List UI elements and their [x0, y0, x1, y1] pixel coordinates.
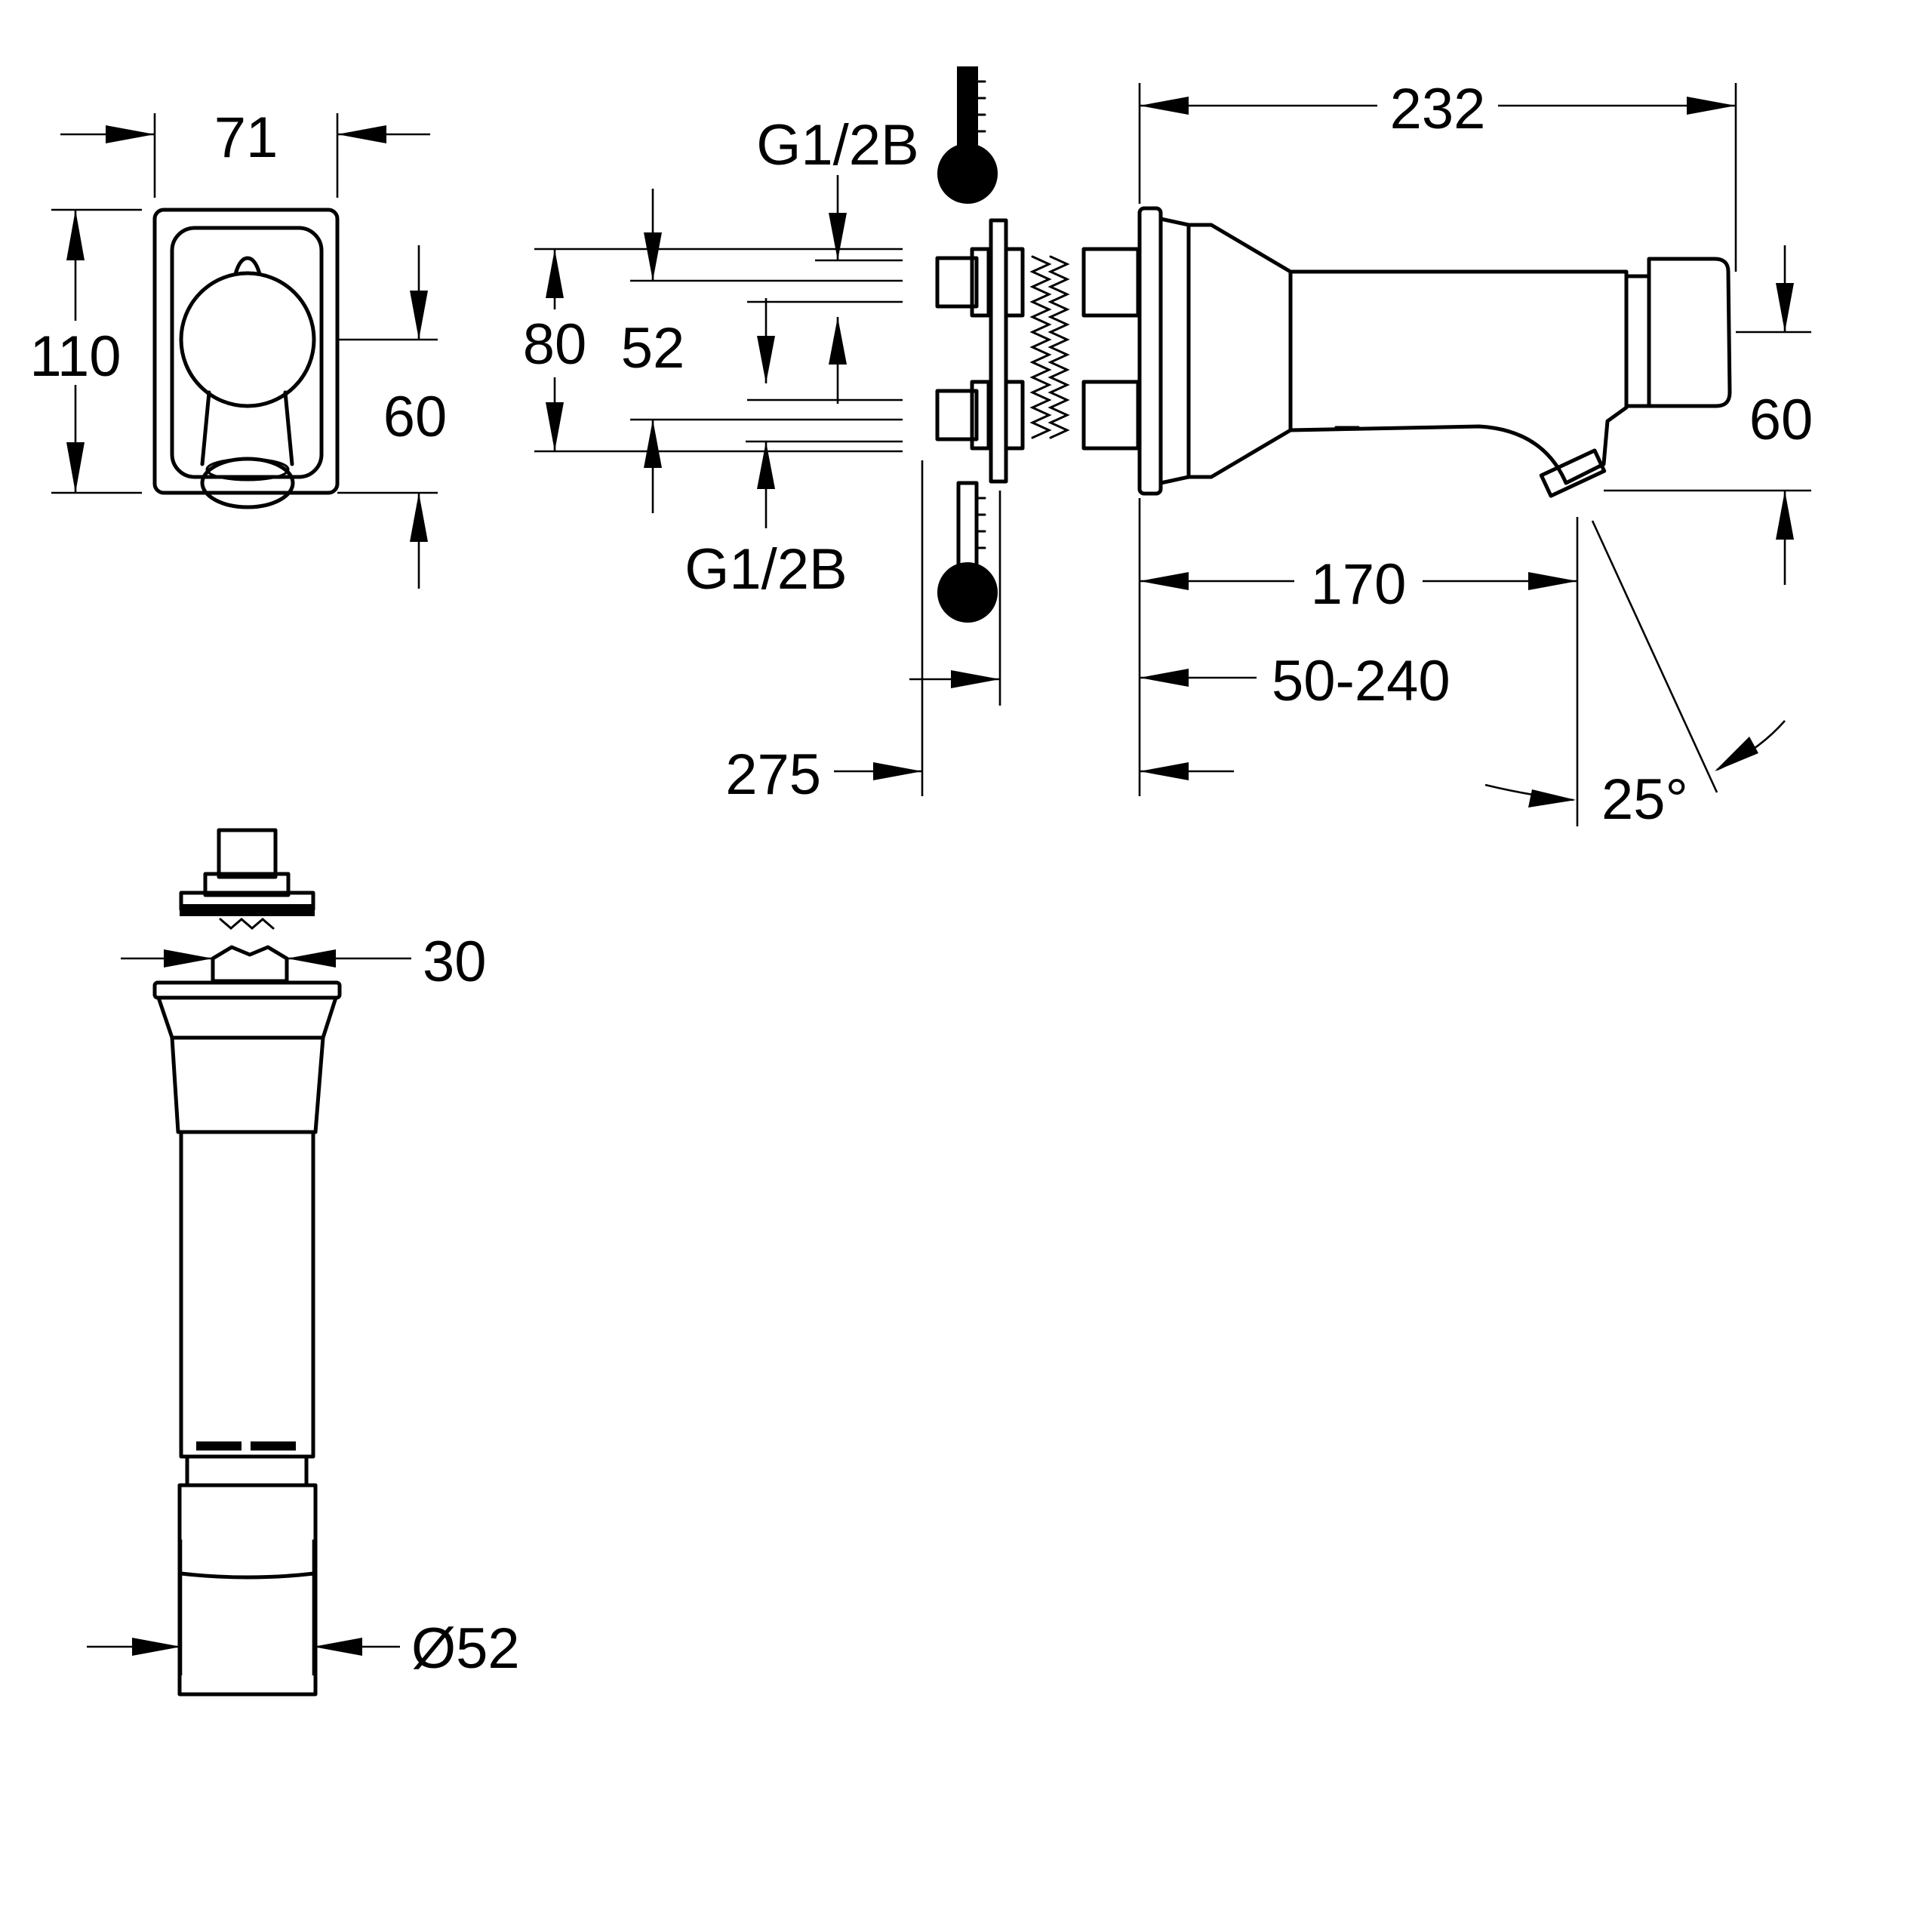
bottom-inlet-hex	[970, 380, 991, 451]
flange-cone	[156, 995, 338, 1040]
body-taper	[170, 1035, 325, 1134]
valve-cone	[1186, 223, 1293, 479]
spout-angle-label: 25°	[1601, 768, 1688, 832]
thermometer-hot-bulb	[937, 143, 998, 204]
body-collar	[185, 1454, 309, 1487]
flexible-hose-zigzag-2	[1048, 255, 1070, 439]
body-marking-left	[196, 1441, 242, 1451]
inlet-stub	[217, 828, 278, 879]
spout-outlet-inner	[205, 457, 290, 481]
dim-front-height: 110	[29, 208, 142, 494]
push-button	[179, 271, 316, 408]
wall-flange	[1137, 206, 1163, 496]
dim-inlet-length: 275	[725, 460, 1001, 807]
push-head-bottom	[177, 1483, 318, 1697]
spout-outlet	[200, 457, 295, 509]
mounting-plate	[989, 218, 1008, 484]
bottom-view: 30 Ø52	[87, 828, 520, 1697]
bottom-plate-nut	[1004, 380, 1025, 451]
dim-front-offset: 60	[337, 245, 447, 589]
top-plate-nut	[1004, 247, 1025, 318]
spout-aerator	[1539, 448, 1607, 498]
side-view: G1/2B G1/2B 80	[523, 66, 1813, 832]
top-inlet-nut	[935, 256, 979, 309]
cut-zigzag-top	[219, 918, 275, 930]
dim-overall-length: 232	[1138, 77, 1737, 272]
inlet-fittings	[935, 218, 1140, 484]
dim-body-diameter: Ø52	[87, 1540, 520, 1681]
dim-inlet-spacing: 52	[621, 189, 903, 513]
body-diameter-label: Ø52	[411, 1617, 520, 1681]
front-height-label: 110	[29, 325, 121, 389]
dim-plate-height: 80	[523, 248, 903, 453]
plate-height-label: 80	[523, 312, 587, 377]
thermometer-cold-stem	[956, 481, 979, 568]
wrench-size-label: 30	[423, 930, 487, 994]
dim-thread-top: G1/2B	[756, 113, 919, 262]
body-marking-right	[251, 1441, 296, 1451]
thermometer-hot-icon	[937, 66, 998, 204]
thread-top-label: G1/2B	[756, 113, 918, 177]
inlet-hex	[203, 872, 291, 897]
top-connector	[1081, 247, 1140, 318]
inlet-length-label: 275	[725, 743, 821, 807]
spout-neck	[200, 390, 294, 466]
front-offset-label: 60	[383, 385, 448, 449]
head-edge-curve	[179, 1571, 316, 1580]
dim-wrench-size: 30	[121, 930, 487, 994]
top-inlet-hex	[970, 247, 991, 318]
dim-thread-bottom: G1/2B	[685, 440, 903, 601]
thread-bottom-label: G1/2B	[685, 537, 847, 601]
valve-body-spout	[1288, 269, 1629, 485]
push-head	[1647, 257, 1732, 408]
mounting-plate-bottom	[180, 904, 315, 916]
front-width-label: 71	[214, 106, 278, 170]
side-height-label: 60	[1749, 388, 1814, 452]
flange-step	[1158, 217, 1191, 485]
front-view: 71 110 60	[29, 106, 447, 589]
cover-plate-recess	[170, 226, 324, 479]
dim-side-height: 60	[1604, 245, 1813, 585]
thermometer-cold-icon	[937, 481, 998, 623]
body-tube	[179, 1130, 315, 1459]
wrench-flats	[211, 945, 289, 983]
dim-wall-range: 50-240	[1140, 649, 1451, 780]
head-collar	[1624, 274, 1651, 408]
cover-plate	[152, 208, 340, 495]
flexible-hose-zigzag	[1029, 255, 1052, 439]
overall-length-label: 232	[1390, 77, 1486, 141]
wall-range-label: 50-240	[1272, 649, 1451, 713]
flange-rim	[152, 980, 342, 1000]
bottom-connector	[1081, 380, 1140, 451]
bottom-inlet-nut	[935, 389, 979, 441]
button-notch	[233, 256, 262, 276]
thermometer-cold-bulb	[937, 562, 998, 623]
dim-spout-length: 170	[1138, 498, 1579, 826]
dim-front-width: 71	[60, 106, 430, 198]
inlet-spacing-label: 52	[621, 316, 685, 380]
dim-spout-angle: 25°	[1484, 520, 1786, 832]
spout-length-label: 170	[1311, 552, 1407, 617]
